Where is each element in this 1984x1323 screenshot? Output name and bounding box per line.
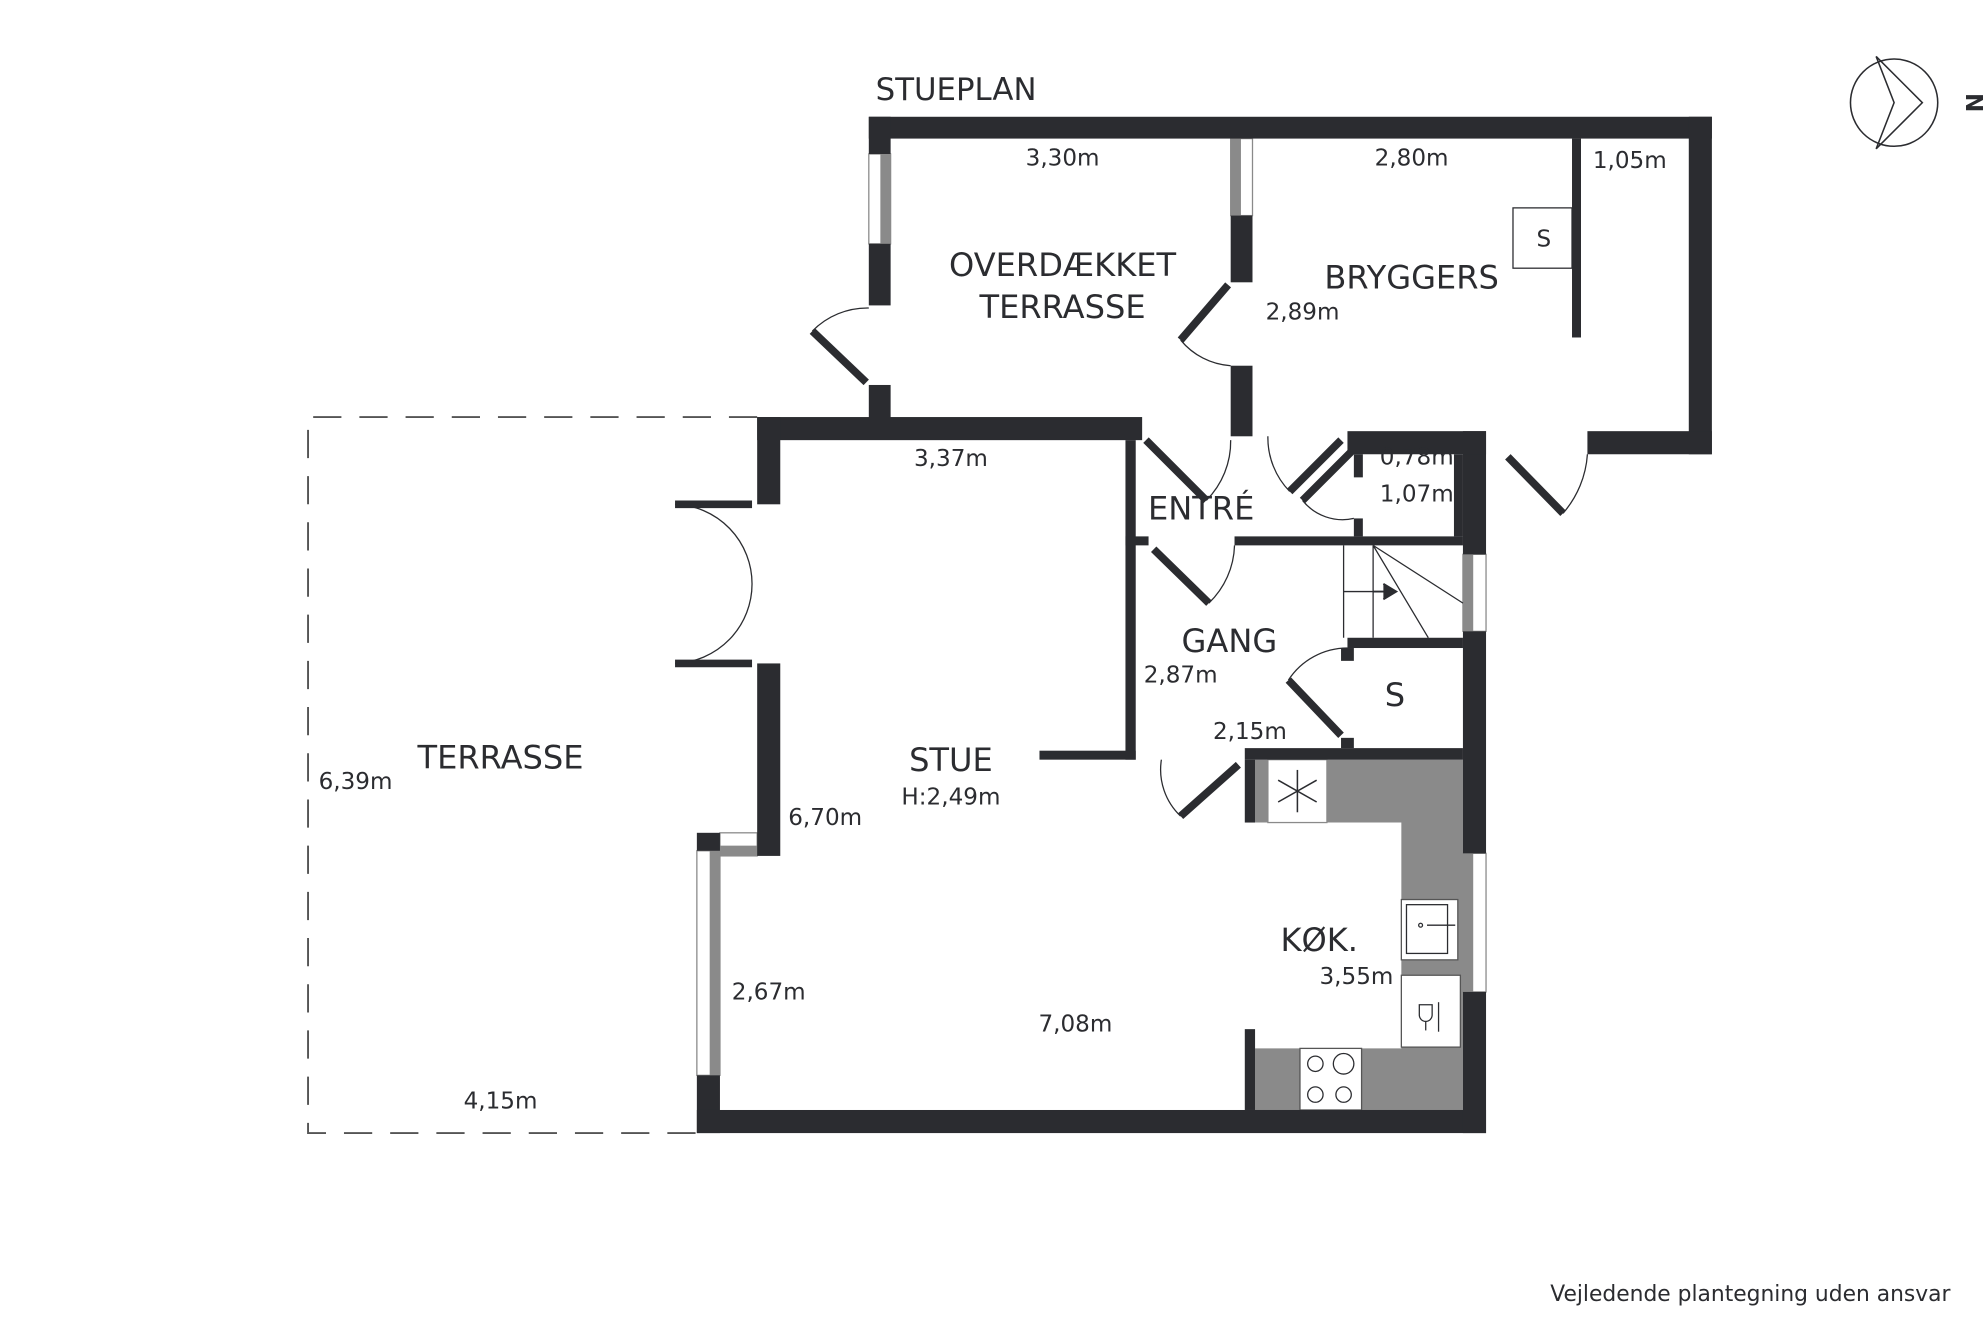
dim-gang-depth: 2,15m [1213,719,1287,745]
compass-label: N [1960,93,1984,112]
dim-bryggers-depth: 2,89m [1266,300,1340,326]
dim-closet-depth: 1,07m [1380,482,1454,508]
room-label-overdaekket-1: OVERDÆKKET [949,246,1176,284]
sink-icon [1405,904,1456,955]
dim-closet-width: 0,78m [1380,445,1454,471]
room-label-gang: GANG [1182,622,1278,660]
room-label-terrasse: TERRASSE [416,739,583,777]
dim-terrasse-width: 4,15m [464,1089,538,1115]
storage-label-gang: S [1385,676,1405,714]
stue-ceiling-height: H:2,49m [901,785,1000,811]
storage-label-bryggers: S [1536,226,1551,252]
dim-bryggers-width: 2,80m [1375,146,1449,172]
doors [675,282,1589,820]
freezer-icon [1277,769,1318,813]
dim-gang-width: 2,87m [1144,663,1218,689]
dim-stue-depth-lower: 2,67m [732,980,806,1006]
compass-north-icon: N [1849,55,1984,150]
dim-stue-width-top: 3,37m [914,446,988,472]
plan-title: STUEPLAN [876,72,1037,108]
dim-overdaekket-width: 3,30m [1026,146,1100,172]
room-label-stue: STUE [909,741,993,779]
dishwasher-icon [1418,1002,1440,1032]
dim-kokken-depth: 3,55m [1319,964,1393,990]
disclaimer: Vejledende plantegning uden ansvar [1550,1282,1950,1307]
walls [696,116,1712,1134]
dim-bryggers-side: 1,05m [1593,148,1667,174]
room-label-kokken: KØK. [1280,921,1358,959]
terrace-outline [307,416,758,1135]
staircase [1342,544,1464,639]
room-label-overdaekket-2: TERRASSE [979,288,1146,326]
room-label-entre: ENTRÉ [1148,490,1254,528]
room-label-bryggers: BRYGGERS [1324,259,1498,297]
dim-stue-width-bottom: 7,08m [1038,1012,1112,1038]
dim-terrasse-depth: 6,39m [319,769,393,795]
stove-icon [1307,1052,1355,1103]
dim-stue-depth: 6,70m [788,805,862,831]
